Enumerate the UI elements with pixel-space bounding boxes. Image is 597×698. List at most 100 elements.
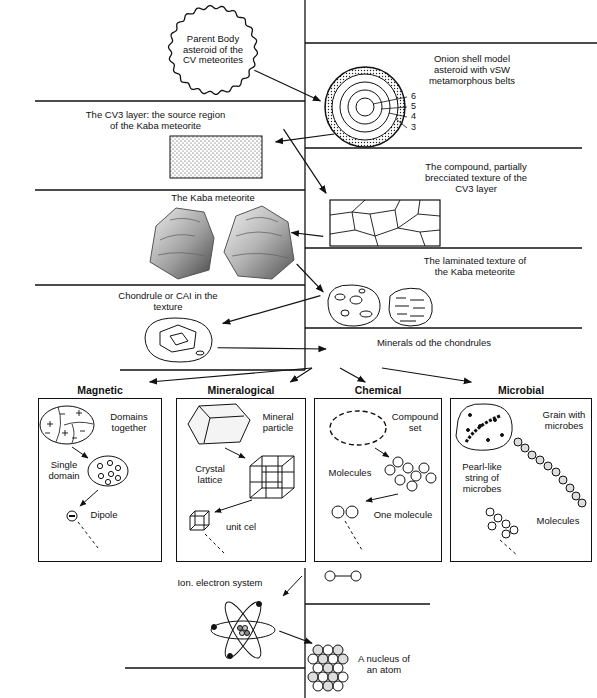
chemical-figures [407,481,417,491]
flow-arrow [297,264,323,292]
chemical-figures [419,463,429,473]
wavy-outline [169,6,258,95]
node-text: Molecules [530,516,586,527]
chemical-figures [330,411,386,445]
mineralogical-figures [199,406,244,443]
laminated-texture [360,311,372,317]
flow-arrow [218,348,326,349]
atom-figures [323,663,333,673]
column-frame [314,398,442,562]
node-text: unit cel [216,522,266,533]
frame-lines [305,603,430,604]
node-text: Molecules [324,468,376,479]
laminated-texture [359,289,365,293]
kaba-meteorite-photo [232,217,288,258]
atom-figures [325,571,335,581]
microbial-figures [552,468,560,476]
chemical-figures [385,465,395,475]
node-text: Dipole [82,510,126,521]
atom-figures [313,645,323,655]
brecciated-texture [330,200,440,246]
magnetic-figures [69,515,75,517]
atom-figures [245,631,250,636]
magnetic-figures [115,465,120,470]
atom-figures [333,645,343,655]
chondrule-shape [170,333,188,345]
microbial-figures [502,520,510,528]
microbial-figures [528,451,536,459]
atom-figures [318,654,328,664]
atom-figures [238,626,243,631]
column-heading: Magnetic [38,384,162,396]
atom-figures [308,672,318,682]
chondrule-shape [145,318,212,362]
flow-arrow [290,368,312,382]
chemical-figures [345,521,362,550]
chemical-figures [403,463,413,473]
laminated-texture [341,310,349,316]
stage-cell: The laminated texture of the Kaba meteor… [312,250,592,326]
magnetic-figures [97,463,102,468]
magnetic-figures [107,460,112,465]
stage-cell: The Kaba meteorite [38,192,302,282]
flow-arrow [279,631,312,643]
asteroid-label: Parent Body asteroid of the CV meteorite… [179,34,247,67]
magnetic-figures [78,522,98,548]
flow-arrow [382,368,471,382]
approach-column: MagneticDomains togetherSingle domainDip… [38,382,162,562]
atom-figures [323,645,333,655]
microbial-figures [559,476,567,484]
kaba-meteorite-photo [224,206,294,279]
onion-shell-asteroid [373,97,407,128]
node-text: Pearl-like string of microbes [454,462,510,495]
microbial-figures [566,484,574,492]
atom-figures [219,598,267,662]
frame-lines [305,42,597,43]
node-text: Grain with microbes [540,410,588,432]
chemical-figures [393,457,403,467]
chemical-figures [332,506,344,518]
mineralogical-figures [250,456,294,498]
atom-figures [228,654,233,659]
atom-figures [318,672,328,682]
chemical-figures [426,473,436,483]
node-text: Single domain [42,460,86,482]
frame-lines [304,568,305,698]
callout-number: 5 [411,101,416,112]
asteroid-circle: Parent Body asteroid of the CV meteorite… [167,4,259,96]
frame-lines [35,284,305,285]
flow-arrow [276,134,335,142]
magnetic-figures [80,490,98,506]
magnetic-figures [105,479,110,484]
frame-lines [305,327,582,328]
cv3-layer-stipple [170,136,262,178]
atom-figures [240,631,245,636]
callout-number: 4 [411,111,416,122]
laminated-texture [335,294,345,300]
atom-figures [308,654,318,664]
microbial-figures [502,530,510,538]
mineralogical-figures [188,404,250,444]
magnetic-figures [88,456,128,486]
frame-lines [35,0,597,698]
chemical-figures [411,471,421,481]
callout-number: 6 [411,91,416,102]
atom-figures [328,654,338,664]
kaba-meteorite-photo [158,218,205,256]
stage-cell: The CV3 layer: the source region of the … [38,104,302,188]
mineralogical-figures [225,448,245,458]
stage-cell: Onion shell model asteroid with vSW meta… [312,46,592,146]
microbial-figures [494,419,497,422]
microbial-figures [572,492,580,500]
atom-figures [313,681,323,691]
brecciated-texture [330,200,440,246]
column-heading: Mineralogical [176,384,306,396]
brecciated-texture [330,200,440,246]
frame-lines [304,0,305,370]
connectors [150,70,472,643]
chemical-figures [346,506,358,518]
onion-shell-asteroid [348,90,382,124]
